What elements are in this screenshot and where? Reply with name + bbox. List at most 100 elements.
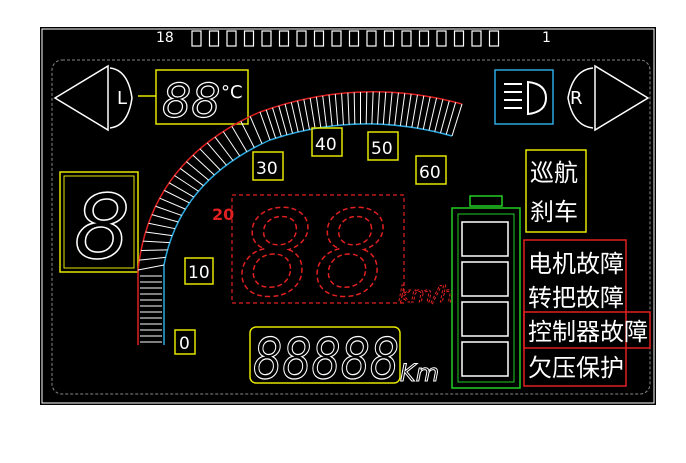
- top-bar-segment: [418, 30, 430, 47]
- brake-label: 刹车: [530, 198, 578, 226]
- temperature-digits: 88: [162, 74, 221, 128]
- arc-segment: [290, 102, 299, 133]
- arc-segment: [249, 116, 263, 144]
- arc-segment: [303, 99, 310, 130]
- arc-segment: [179, 168, 204, 187]
- arc-segment: [365, 91, 368, 124]
- arc-segment: [440, 100, 450, 134]
- speed-digits: 88: [238, 185, 388, 323]
- fault-indicators: 电机故障 转把故障 控制器故障 欠压保护: [523, 239, 651, 387]
- arc-segment: [341, 93, 344, 125]
- headlight-icon: [494, 69, 554, 125]
- top-bar-segment: [296, 30, 307, 47]
- odometer-readout: 88888 Km: [249, 326, 440, 393]
- top-bar-segment: [436, 30, 447, 47]
- top-bar-segment: [383, 30, 395, 47]
- arc-segment: [405, 93, 412, 127]
- right-turn-arrow-icon: R: [567, 64, 650, 132]
- top-bar-segment: [313, 30, 325, 47]
- arc-segment: [377, 91, 380, 125]
- arc-segment: [206, 142, 227, 166]
- speed-arc-gauge: [137, 91, 463, 345]
- left-turn-arrow-icon: L: [53, 64, 133, 132]
- battery-cell-1: [461, 341, 509, 377]
- top-bar-segment: [261, 30, 272, 47]
- arc-segment: [388, 92, 393, 125]
- arc-segment: [137, 264, 165, 271]
- arc-segment: [328, 94, 333, 127]
- arc-segment: [411, 94, 418, 128]
- undervoltage-label: 欠压保护: [528, 354, 624, 382]
- top-bar-segment: [208, 30, 220, 47]
- arc-segment: [297, 100, 305, 131]
- arc-segment: [174, 175, 199, 192]
- speed-tick-60: 60: [419, 163, 441, 183]
- speed-tick-20: 20: [212, 205, 234, 224]
- arc-segment: [155, 205, 182, 216]
- arc-segment: [151, 214, 179, 223]
- arc-segment: [394, 92, 399, 126]
- battery-cell-3: [461, 261, 509, 297]
- top-bar-segment: [243, 30, 255, 47]
- arc-segment: [168, 182, 195, 198]
- arc-segment: [231, 125, 248, 152]
- arc-segment: [451, 103, 463, 137]
- top-bar-segment: [226, 30, 237, 47]
- arc-segment: [334, 93, 339, 126]
- arc-segment: [434, 99, 444, 132]
- speed-tick-30: 30: [256, 159, 278, 179]
- odometer-unit: Km: [400, 359, 439, 387]
- motor-fault-label: 电机故障: [528, 250, 624, 278]
- cruise-label: 巡航: [530, 159, 578, 187]
- temperature-readout: 88 °C: [138, 69, 249, 129]
- top-segment-bar: [191, 30, 500, 47]
- top-scale-right-number: 1: [542, 30, 551, 46]
- top-bar-segment: [331, 30, 342, 47]
- top-bar-segment: [488, 30, 500, 47]
- arc-segment: [284, 103, 294, 134]
- throttle-fault-label: 转把故障: [528, 284, 624, 312]
- speed-tick-10: 10: [188, 263, 210, 283]
- battery-cell-2: [461, 301, 509, 337]
- speed-tick-40: 40: [315, 135, 337, 155]
- speed-arc-segments: [137, 91, 463, 343]
- speed-tick-50: 50: [371, 139, 393, 159]
- top-bar-segment: [471, 30, 482, 47]
- arc-segment: [222, 131, 241, 157]
- arc-segment: [371, 91, 374, 124]
- odometer-digits: 88888: [253, 327, 399, 392]
- arc-segment: [192, 154, 215, 176]
- arc-segment: [199, 148, 221, 171]
- top-scale-left-number: 18: [156, 30, 174, 46]
- gear-digit: 8: [74, 176, 130, 279]
- top-bar-segment: [453, 30, 465, 47]
- arc-segment: [139, 256, 166, 261]
- top-bar-segment: [366, 30, 377, 47]
- right-turn-label: R: [570, 88, 583, 109]
- arc-segment: [422, 96, 431, 130]
- speed-readout: 88 km/h: [231, 184, 454, 324]
- arc-segment: [353, 92, 356, 125]
- arc-segment: [159, 197, 186, 210]
- arc-segment: [322, 95, 327, 127]
- arc-segment: [278, 105, 288, 136]
- arc-segment: [240, 121, 255, 148]
- arc-segment: [186, 161, 210, 181]
- speed-unit: km/h: [398, 283, 454, 308]
- arc-segment: [445, 102, 457, 135]
- controller-fault-label: 控制器故障: [528, 318, 648, 346]
- arc-segment: [143, 240, 170, 244]
- top-bar-segment: [348, 30, 360, 47]
- arc-segment: [417, 95, 425, 129]
- arc-segment: [382, 91, 387, 125]
- top-bar-segment: [191, 30, 202, 47]
- temperature-unit: °C: [221, 82, 243, 103]
- arc-segment: [399, 93, 406, 126]
- top-bar-segment: [401, 30, 412, 47]
- battery-cell-4: [461, 221, 509, 257]
- arc-segment: [272, 107, 282, 137]
- arc-segment: [140, 249, 168, 252]
- top-bar-segment: [278, 30, 290, 47]
- speed-tick-labels: 0 10 20 30 40 50 60: [174, 127, 447, 355]
